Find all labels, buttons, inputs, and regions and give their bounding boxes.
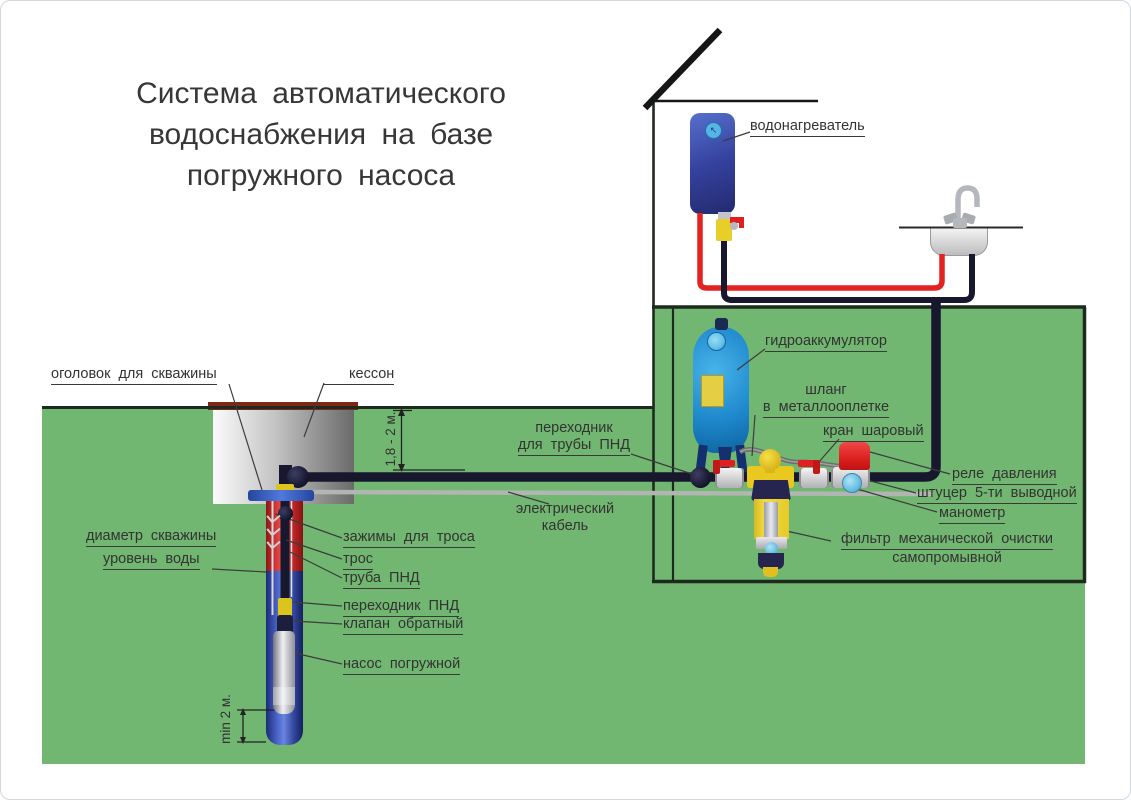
title-line: водоснабжения на базе: [148, 118, 494, 151]
filter-gauge-icon: [765, 542, 778, 555]
manometer-gauge: [842, 473, 862, 493]
label-filter: фильтр механической очистки самопромывно…: [841, 531, 1053, 566]
submersible-pump: [273, 631, 295, 714]
caisson-lid: [208, 402, 358, 410]
label-water-heater: водонагреватель: [750, 118, 865, 137]
label-ball-valve: кран шаровый: [823, 423, 924, 442]
water-heater-dial-icon: ↖: [705, 122, 722, 139]
air-valve-icon: [715, 318, 728, 330]
check-valve: [277, 615, 293, 634]
label-hdpe-adapter: переходник ПНД: [343, 598, 460, 617]
hdpe-adapter: [278, 598, 292, 617]
tank-dial-icon: [707, 332, 726, 351]
label-water-level: уровень воды: [103, 551, 200, 570]
sink-basin: [930, 228, 988, 256]
heater-valve-knob: [730, 222, 738, 230]
pressure-relay: [839, 442, 870, 470]
faucet-base: [953, 218, 967, 228]
roof-line: [642, 27, 723, 111]
label-cable: трос: [343, 551, 374, 570]
wellhead-flange: [248, 490, 314, 501]
filter-cap: [751, 480, 791, 501]
label-well-diameter: диаметр скважины: [86, 528, 217, 547]
label-five-way-fitting: штуцер 5-ти выводной: [917, 485, 1077, 504]
label-submersible-pump: насос погружной: [343, 656, 461, 675]
label-manometer: манометр: [939, 505, 1006, 524]
valve-handle-icon: [713, 460, 720, 474]
heater-drain-pipe: [739, 217, 744, 228]
pipe-coupling: [278, 506, 293, 521]
label-pressure-relay: реле давления: [952, 466, 1057, 485]
pump-band: [273, 687, 295, 705]
label-hydroaccumulator: гидроаккумулятор: [765, 333, 887, 352]
label-check-valve: клапан обратный: [343, 616, 464, 635]
label-electric-cable: электрический кабель: [515, 501, 615, 534]
filter-drain: [758, 553, 784, 569]
page-title: Система автоматического водоснабжения на…: [51, 73, 591, 196]
dim-caisson-depth-text: 1,8 - 2 м.: [383, 411, 398, 467]
tank-sticker: [701, 375, 724, 407]
label-hdpe-pipe: труба ПНД: [343, 570, 420, 589]
five-way-knob: [759, 449, 781, 471]
dim-pump-clearance-text: min 2 м.: [218, 694, 233, 744]
filter-drain-tip: [763, 567, 778, 577]
hdpe-pipe-adapter-fitting: [690, 467, 711, 488]
valve-handle-icon: [813, 460, 820, 474]
title-line: погружного насоса: [186, 159, 456, 192]
label-cable-clamps: зажимы для троса: [343, 529, 475, 548]
filter-cartridge: [764, 502, 778, 538]
title-line: Система автоматического: [136, 77, 506, 110]
label-braided-hose: шланг в металлооплетке: [753, 382, 899, 418]
label-wellhead: оголовок для скважины: [51, 366, 217, 385]
label-pipe-adapter: переходник для трубы ПНД: [514, 420, 634, 456]
label-caisson: кессон: [323, 366, 395, 385]
